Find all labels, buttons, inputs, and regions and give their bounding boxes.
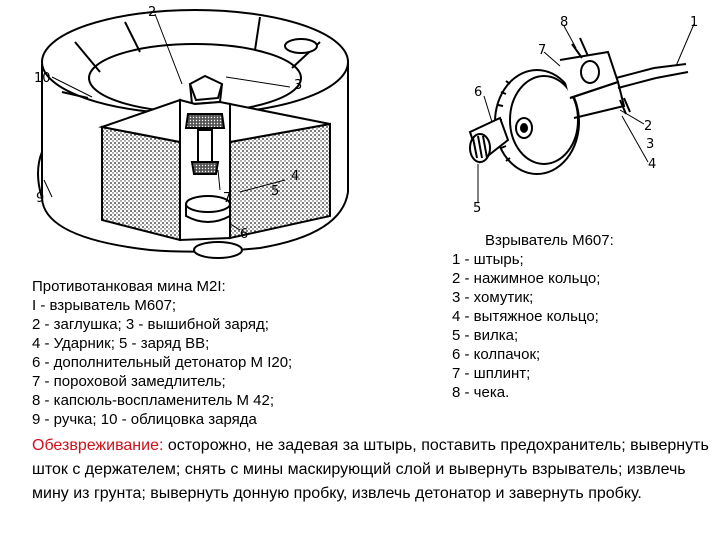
fuze-callout-8: 8: [560, 15, 568, 30]
mine-legend-line: 4 - Ударник; 5 - заряд ВВ;: [32, 335, 210, 352]
fuze-legend-line: 5 - вилка;: [452, 327, 519, 344]
fuze-legend-line: 6 - колпачок;: [452, 346, 541, 363]
mine-callout-4: 4: [291, 169, 299, 184]
fuze-legend-line: 4 - вытяжное кольцо;: [452, 308, 599, 325]
fuze-callout-7: 7: [538, 43, 546, 58]
mine-legend-line: I - взрыватель M607;: [32, 297, 177, 314]
mine-legend-line: 6 - дополнительный детонатор М I20;: [32, 354, 293, 371]
fuze-callout-2: 2: [644, 119, 652, 134]
mine-top-inner-rim: [88, 43, 302, 113]
mine-legend-line: 2 - заглушка; 3 - вышибной заряд;: [32, 316, 269, 333]
defusing-label: Обезвреживание:: [32, 437, 164, 454]
fuze-callout-5: 5: [473, 201, 481, 216]
fuze-callout-3: 3: [646, 137, 654, 152]
top-plug: [284, 38, 318, 54]
mine-legend: Противотанковая мина M2I: I - взрыватель…: [32, 277, 392, 429]
mine-callout-2: 2: [148, 5, 156, 20]
mine-legend-line: 9 - ручка; 10 - облицовка заряда: [32, 411, 257, 428]
defusing-text: осторожно, не задевая за штырь, поставит…: [32, 437, 709, 502]
mine-legend-line: 8 - капсюль-воспламенитель М 42;: [32, 392, 274, 409]
charge-left: [101, 125, 181, 242]
mine-callout-3: 3: [294, 78, 302, 93]
fuze-legend-line: 1 - штырь;: [452, 251, 524, 268]
mine-cutaway-illustration: 2 3 4 5 6 7 9 10: [34, 5, 349, 259]
fuze-m607-illustration: 1 2 3 4 5 6 7 8: [468, 15, 698, 216]
mine-callout-10: 10: [34, 71, 51, 86]
mine-callout-6: 6: [240, 227, 248, 242]
defusing-instructions: Обезвреживание: осторожно, не задевая за…: [32, 434, 712, 506]
detonator-disc: [193, 241, 243, 259]
mine-legend-line: 7 - пороховой замедлитель;: [32, 373, 226, 390]
fuze-well: [188, 74, 224, 102]
fuze-callout-4: 4: [648, 157, 656, 172]
mine-legend-title: Противотанковая мина M2I:: [32, 278, 226, 295]
fuze-legend: Взрыватель M607: 1 - штырь; 2 - нажимное…: [452, 231, 712, 402]
fuze-pin: [615, 67, 657, 89]
mine-callout-5: 5: [271, 184, 279, 199]
fuze-legend-line: 7 - шплинт;: [452, 365, 531, 382]
mine-callout-9: 9: [36, 191, 44, 206]
fuze-legend-line: 2 - нажимное кольцо;: [452, 270, 601, 287]
fuze-callout-1: 1: [690, 15, 698, 30]
fuze-legend-line: 3 - хомутик;: [452, 289, 534, 306]
fuze-legend-title: Взрыватель M607:: [485, 232, 614, 249]
fuze-callout-6: 6: [474, 85, 482, 100]
mine-callout-7: 7: [223, 191, 231, 206]
fuze-legend-line: 8 - чека.: [452, 384, 510, 401]
